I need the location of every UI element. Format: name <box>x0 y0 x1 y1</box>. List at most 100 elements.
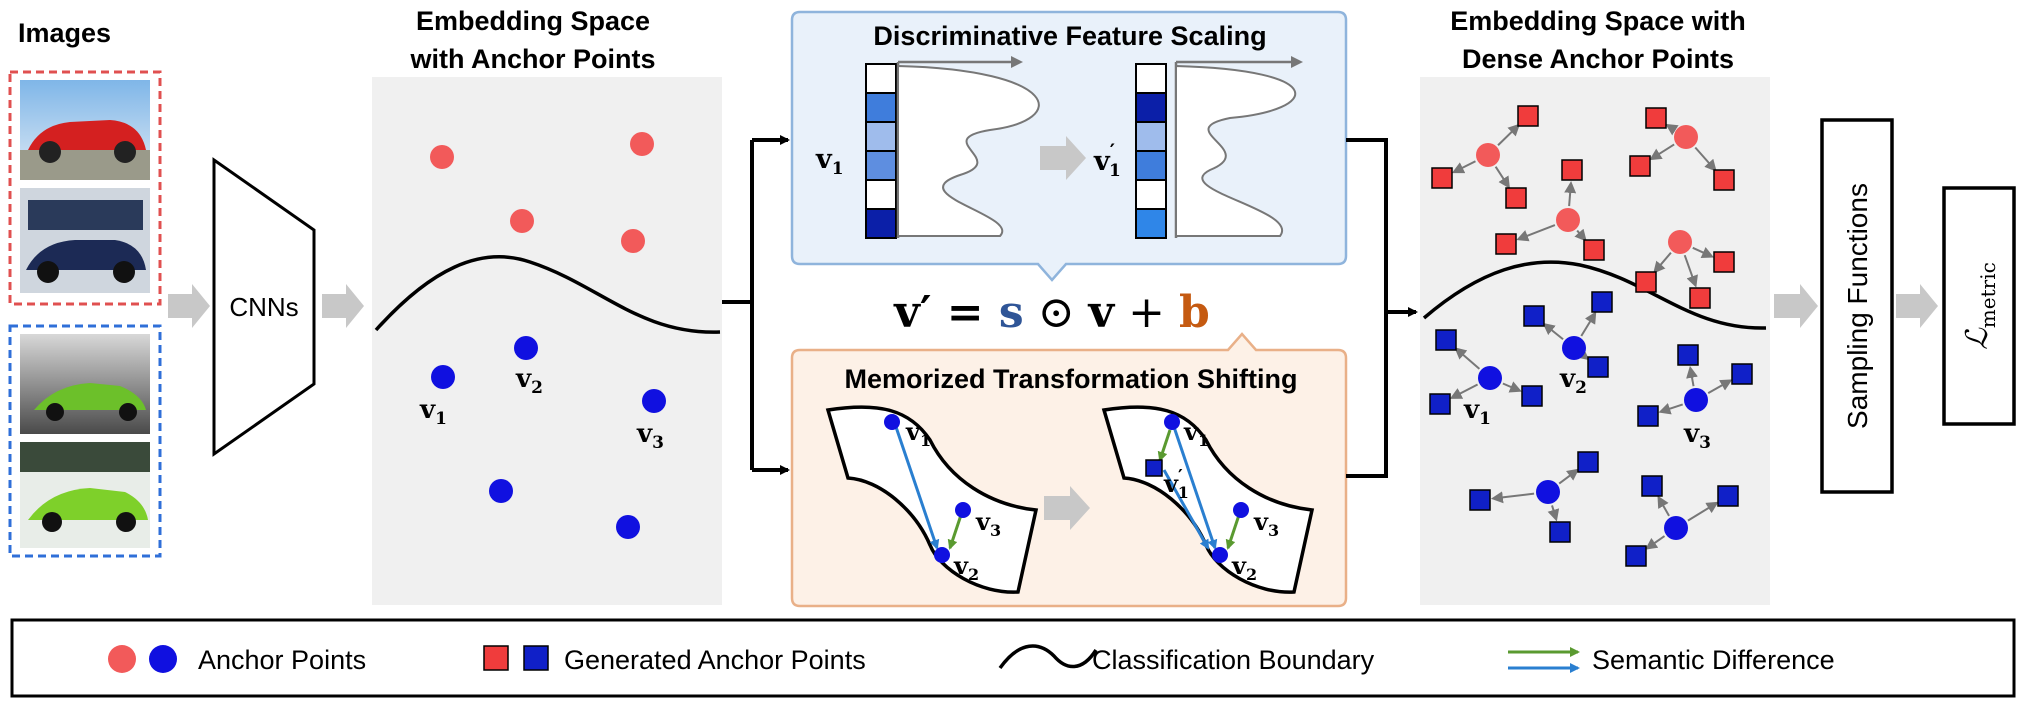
cnn-label: CNNs <box>229 292 298 322</box>
generation-arrow <box>1657 495 1670 517</box>
red-anchor-point <box>1476 143 1500 167</box>
generation-arrow <box>1558 468 1580 485</box>
label-v1: v1 <box>419 395 447 429</box>
red-generated-anchor-point <box>1713 251 1735 273</box>
dense-label-v1: v1 <box>1463 395 1491 429</box>
dfs-output-distribution <box>1174 56 1303 238</box>
car-image-green-sportscar-1 <box>20 334 150 434</box>
dfs-input-feature-cell <box>865 208 897 239</box>
embedding-title-line2: with Anchor Points <box>410 44 656 74</box>
dense-label-v3: v3 <box>1683 419 1711 453</box>
generation-arrow <box>1694 146 1717 172</box>
loss-box <box>1942 186 2016 426</box>
cnn-block <box>212 157 316 457</box>
legend-boundary-marker <box>998 644 1098 670</box>
dense-classification-boundary-curve <box>1422 260 1767 330</box>
dfs-input-feature-cell <box>865 179 897 210</box>
equation-op2: + <box>1114 287 1179 338</box>
dense-label-v2: v2 <box>1559 364 1587 398</box>
generation-arrow <box>1574 228 1587 242</box>
blue-generated-anchor-point <box>1469 489 1491 511</box>
generation-arrow <box>1542 322 1564 341</box>
generation-arrow <box>1454 347 1481 370</box>
blue-generated-anchor-point <box>1429 393 1451 415</box>
red-anchor-point <box>1674 125 1698 149</box>
red-anchor-point <box>621 229 645 253</box>
blue-generated-anchor-point <box>1587 356 1609 378</box>
red-anchor-point <box>1556 208 1580 232</box>
dfs-input-feature-vector <box>865 63 897 239</box>
blue-generated-anchor-point <box>1523 305 1545 327</box>
generation-arrow <box>1502 381 1522 393</box>
blue-anchor-point <box>1536 480 1560 504</box>
blue-generated-anchor-point <box>1549 521 1571 543</box>
blue-anchor-point <box>1664 516 1688 540</box>
car-image-dark-sedan <box>20 188 150 293</box>
blue-generated-anchor-point <box>1435 329 1457 351</box>
legend-blue-generated-marker <box>523 645 549 671</box>
generation-arrow <box>1645 535 1666 550</box>
red-generated-anchor-point <box>1713 169 1735 191</box>
legend-blue-anchor-marker <box>149 645 177 673</box>
legend-frame <box>10 618 2016 698</box>
generation-arrow <box>1707 379 1733 394</box>
generation-arrow <box>1576 348 1590 361</box>
red-anchor-point <box>1668 230 1692 254</box>
dfs-output-feature-vector <box>1135 63 1167 239</box>
generation-arrow <box>1665 123 1679 136</box>
generation-arrow <box>1683 254 1698 288</box>
blue-generated-anchor-point <box>1677 344 1699 366</box>
generation-arrow <box>1658 403 1684 415</box>
dfs-input-feature-cell <box>865 63 897 94</box>
legend-classification-boundary: Classification Boundary <box>998 644 1375 675</box>
dfs-input-feature-cell <box>865 92 897 123</box>
legend-anchor-points-label: Anchor Points <box>198 645 366 675</box>
dense-anchor-clusters <box>1429 105 1753 567</box>
blue-anchor-point <box>489 479 513 503</box>
red-anchor-point <box>630 132 654 156</box>
dfs-output-feature-cell <box>1135 208 1167 239</box>
legend-semantic-difference-label: Semantic Difference <box>1592 645 1835 675</box>
legend-anchor-points: Anchor Points <box>108 645 366 675</box>
loss-label: ℒmetric <box>1960 262 2000 350</box>
generation-arrow <box>1449 383 1479 399</box>
red-generated-anchor-point <box>1495 233 1517 255</box>
generation-arrow <box>1490 491 1535 504</box>
blue-anchor-point <box>616 515 640 539</box>
red-generated-anchor-point <box>1505 187 1527 209</box>
label-v3: v3 <box>636 419 664 453</box>
dfs-output-feature-cell <box>1135 121 1167 152</box>
legend-classification-boundary-label: Classification Boundary <box>1092 645 1375 675</box>
mts-title: Memorized Transformation Shifting <box>844 364 1297 394</box>
red-image-group-frame <box>8 70 162 306</box>
sampling-functions-box <box>1820 118 1894 494</box>
dfs-input-feature-cell <box>865 121 897 152</box>
mts-left-label-v3: v3 <box>975 507 1001 540</box>
label-v2: v2 <box>515 364 543 398</box>
dfs-title: Discriminative Feature Scaling <box>873 21 1266 51</box>
legend-generated-anchor-points-label: Generated Anchor Points <box>564 645 866 675</box>
mts-right-label-v1-prime: v′1 <box>1163 466 1189 502</box>
blue-generated-anchor-point <box>1731 363 1753 385</box>
blue-anchor-point <box>431 365 455 389</box>
dfs-transform-arrow <box>1040 136 1086 180</box>
dense-title-line2: Dense Anchor Points <box>1462 44 1734 74</box>
dfs-input-feature-cell <box>865 150 897 181</box>
blue-generated-anchor-point <box>1641 475 1663 497</box>
generation-arrow <box>1497 123 1521 146</box>
generation-arrow <box>1686 365 1698 387</box>
red-generated-anchor-point <box>1629 155 1651 177</box>
generation-arrow <box>1649 143 1675 161</box>
sampling-functions-label: Sampling Functions <box>1842 183 1873 429</box>
dfs-input-distribution <box>896 56 1040 238</box>
blue-generated-anchor-point <box>1591 291 1613 313</box>
blue-generated-anchor-point <box>1521 385 1543 407</box>
classification-boundary-curve <box>374 255 721 334</box>
generation-arrow <box>1653 252 1672 274</box>
blue-anchor-point <box>1684 388 1708 412</box>
red-generated-anchor-point <box>1561 159 1583 181</box>
mts-left-label-v1: v1 <box>905 417 931 450</box>
generation-arrow <box>1692 246 1714 258</box>
legend-semantic-difference: Semantic Difference <box>1508 645 1835 675</box>
